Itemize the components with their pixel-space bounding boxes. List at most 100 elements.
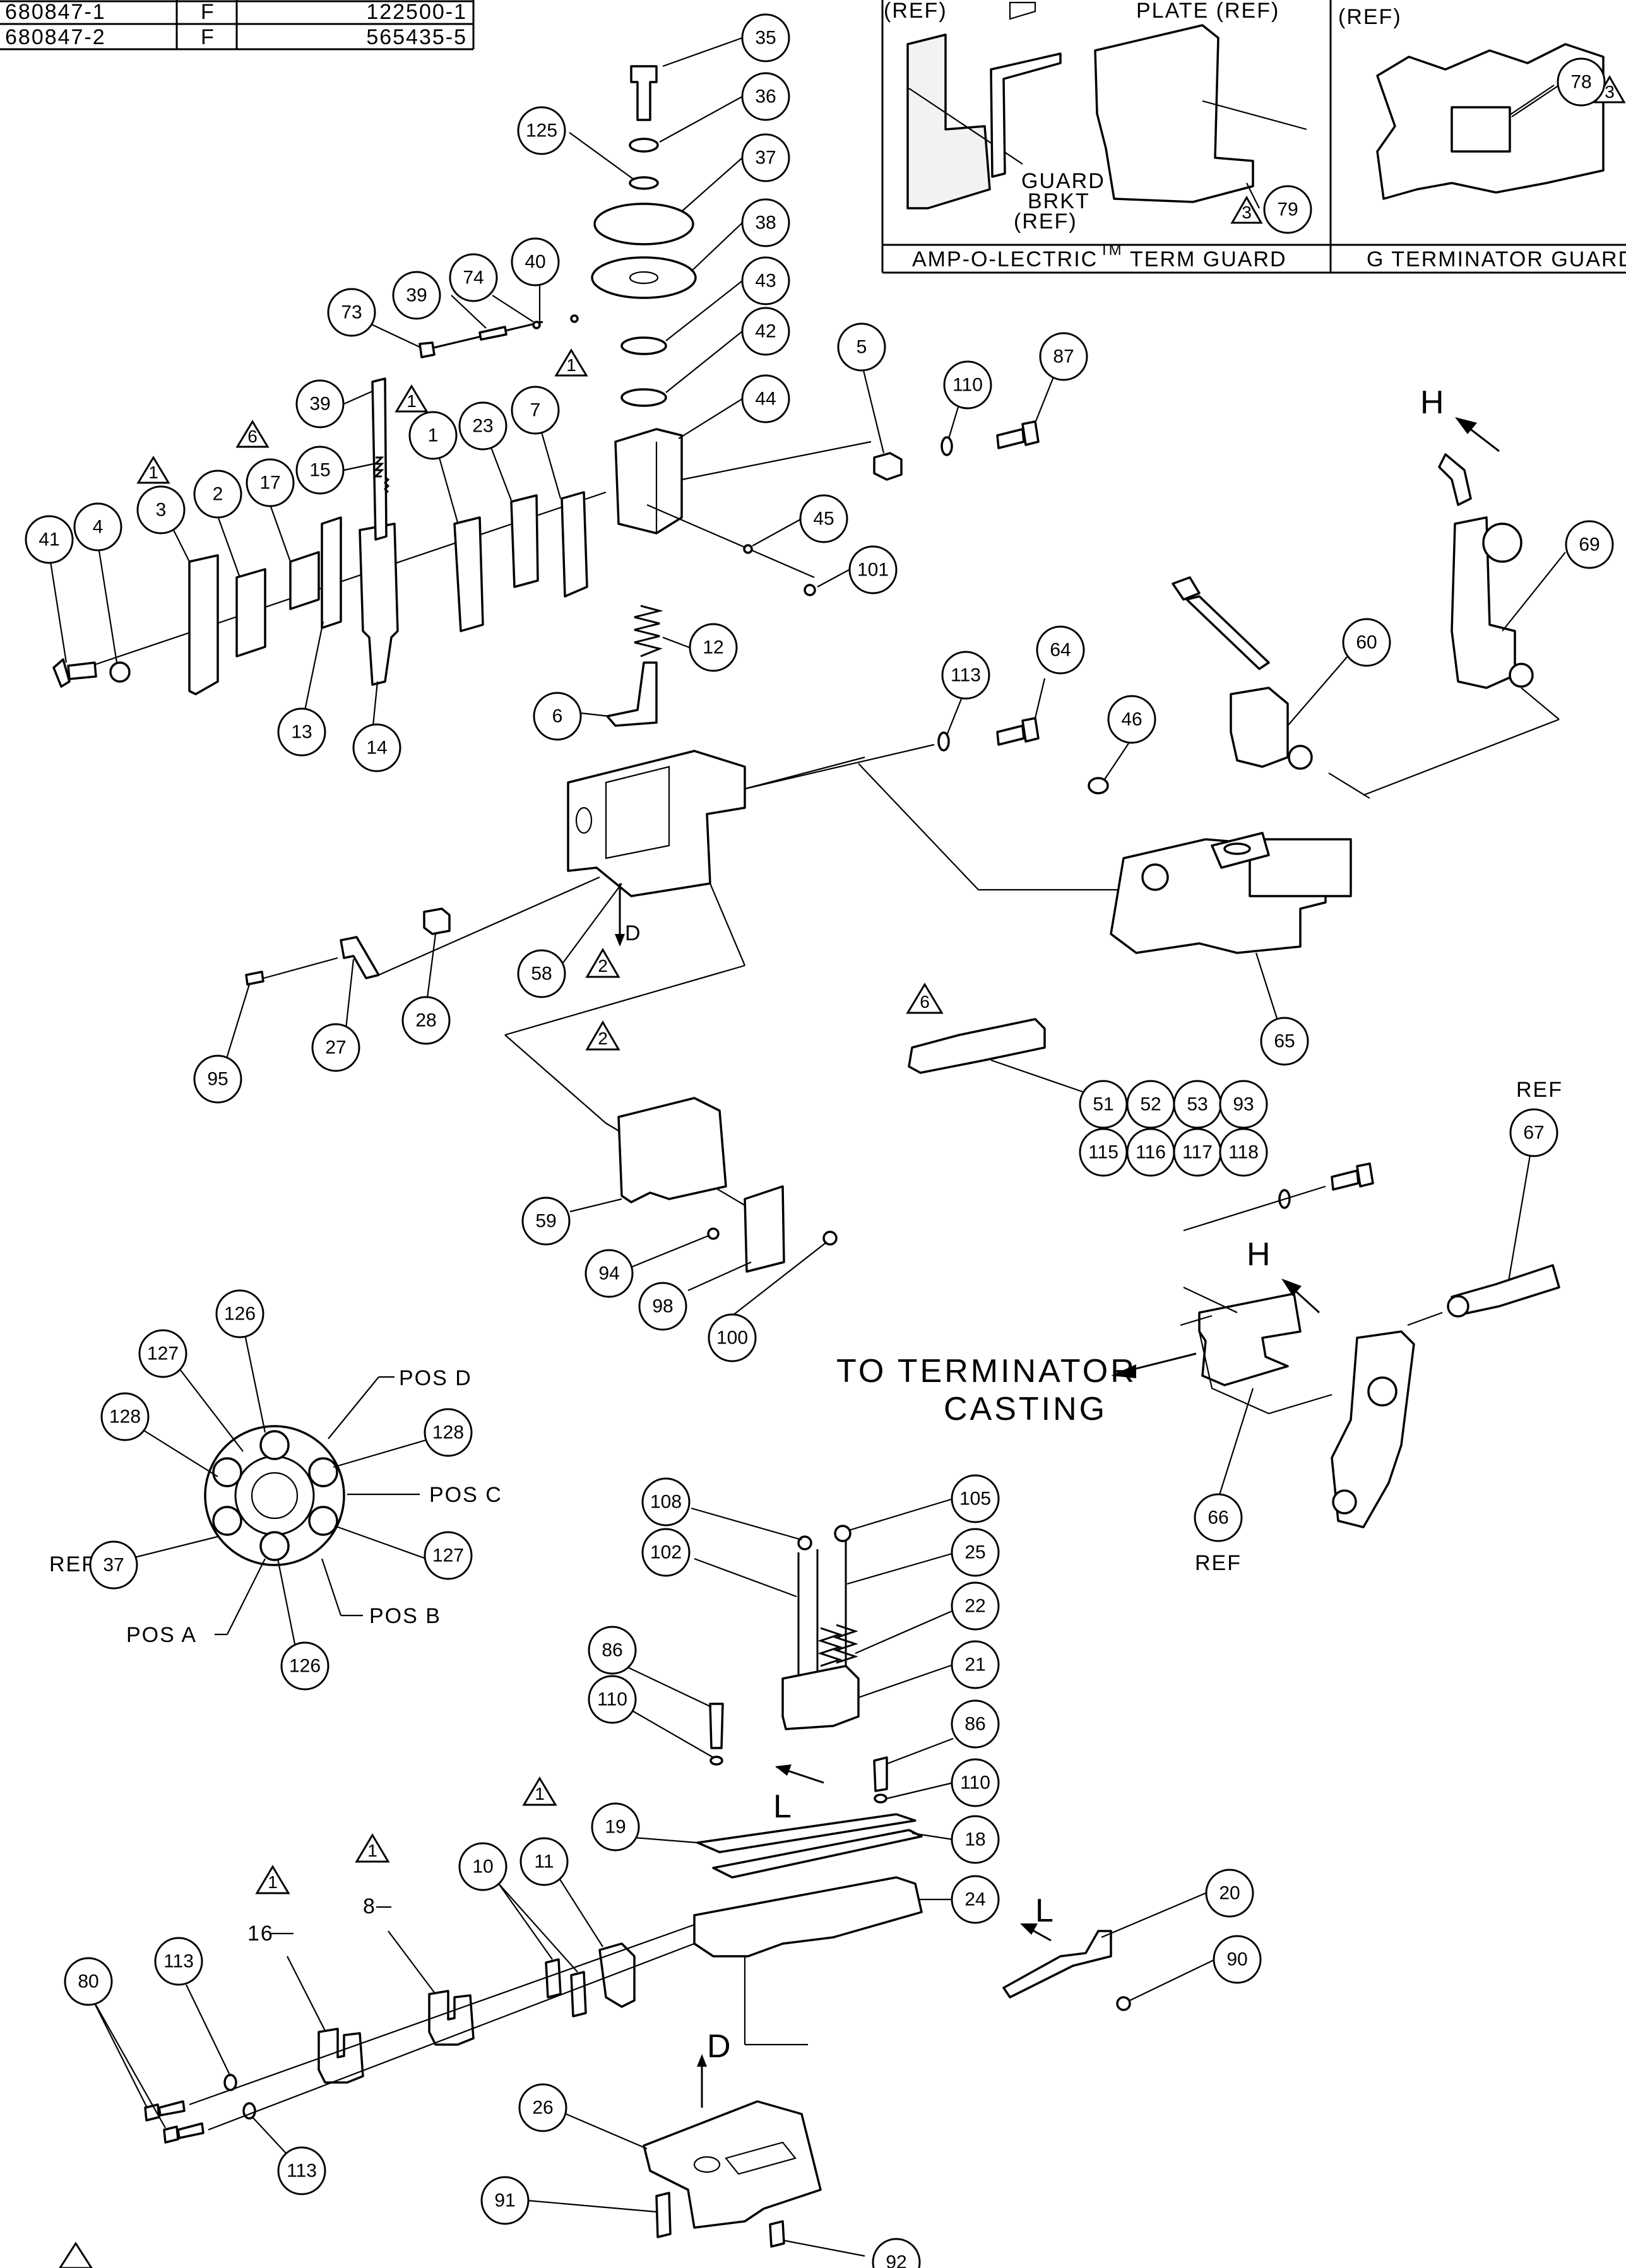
balloon-128-left: 128 bbox=[100, 1392, 150, 1441]
svg-text:1: 1 bbox=[148, 463, 158, 482]
svg-text:10: 10 bbox=[472, 1857, 493, 1877]
svg-text:117: 117 bbox=[1182, 1142, 1213, 1163]
screw-64 bbox=[996, 717, 1040, 746]
housing-24 bbox=[693, 1876, 923, 1958]
washer-4 bbox=[109, 661, 131, 683]
ball-45 bbox=[743, 544, 753, 554]
balloon-13: 13 bbox=[277, 707, 326, 757]
note-16-label: 16 bbox=[247, 1922, 274, 1946]
svg-text:79: 79 bbox=[1277, 199, 1298, 220]
svg-text:125: 125 bbox=[526, 121, 557, 141]
rev-triangle: 2 bbox=[585, 948, 620, 978]
svg-text:128: 128 bbox=[109, 1407, 141, 1427]
balloon-46: 46 bbox=[1107, 695, 1156, 744]
plate-23 bbox=[510, 494, 539, 588]
svg-text:1: 1 bbox=[535, 1784, 545, 1804]
wheel-hole-top bbox=[259, 1430, 290, 1460]
svg-text:65: 65 bbox=[1274, 1031, 1295, 1052]
svg-text:5: 5 bbox=[857, 337, 867, 358]
rev-row-1-number: 122500-1 bbox=[366, 0, 467, 24]
inset-right-ref-label: (REF) bbox=[1338, 5, 1402, 29]
balloon-27: 27 bbox=[311, 1023, 360, 1072]
balloon-4: 4 bbox=[73, 502, 122, 552]
svg-text:100: 100 bbox=[716, 1328, 748, 1349]
view-annotations: H H D D L L TO TERMINATOR CASTING REF RE… bbox=[247, 384, 1563, 2108]
balloon-74: 74 bbox=[449, 253, 498, 302]
screw-92 bbox=[769, 2220, 785, 2248]
balloon-87: 87 bbox=[1039, 332, 1088, 381]
balloon-127-right: 127 bbox=[424, 1531, 473, 1580]
svg-text:24: 24 bbox=[964, 1889, 985, 1910]
ref-67-label: REF bbox=[1516, 1078, 1563, 1102]
g-terminator-guard-caption: G TERMINATOR GUARD bbox=[1367, 247, 1626, 271]
svg-text:74: 74 bbox=[463, 268, 484, 288]
ring-36 bbox=[629, 138, 659, 153]
svg-text:6: 6 bbox=[920, 992, 930, 1012]
svg-text:116: 116 bbox=[1136, 1142, 1166, 1163]
svg-text:26: 26 bbox=[532, 2098, 553, 2118]
svg-text:102: 102 bbox=[650, 1542, 682, 1563]
svg-text:13: 13 bbox=[291, 722, 312, 743]
screw-100 bbox=[822, 1231, 838, 1246]
svg-text:113: 113 bbox=[951, 665, 981, 686]
balloon-127-left: 127 bbox=[138, 1329, 187, 1378]
balloon-113-a: 113 bbox=[154, 1937, 203, 1986]
leader-lines bbox=[49, 37, 1566, 2257]
screw-101 bbox=[804, 584, 816, 596]
washer-125 bbox=[629, 176, 659, 190]
balloon-42: 42 bbox=[741, 307, 790, 356]
svg-text:115: 115 bbox=[1088, 1142, 1119, 1163]
valve-60-tube bbox=[1185, 595, 1270, 670]
balloon-102: 102 bbox=[641, 1528, 691, 1577]
balloon-53: 53 bbox=[1173, 1080, 1222, 1129]
svg-text:86: 86 bbox=[602, 1640, 622, 1661]
screw-91 bbox=[655, 2192, 672, 2238]
revision-triangles: 1 1 6 1 2 6 2 1 1 1 3 3 bbox=[59, 74, 1626, 2268]
balloon-126-top: 126 bbox=[215, 1289, 264, 1338]
svg-text:2: 2 bbox=[213, 484, 223, 505]
balloon-67: 67 bbox=[1509, 1108, 1558, 1157]
screw-94 bbox=[707, 1227, 720, 1240]
balloon-28: 28 bbox=[401, 996, 451, 1045]
svg-text:28: 28 bbox=[415, 1010, 436, 1031]
rev-row-1-part: 680847-1 bbox=[5, 0, 106, 24]
balloon-59: 59 bbox=[521, 1196, 571, 1246]
svg-text:27: 27 bbox=[325, 1037, 346, 1058]
svg-text:105: 105 bbox=[959, 1489, 991, 1509]
svg-text:15: 15 bbox=[309, 460, 330, 481]
svg-text:19: 19 bbox=[605, 1817, 626, 1838]
svg-text:110: 110 bbox=[952, 375, 983, 396]
inset-wood-block bbox=[906, 33, 991, 210]
svg-text:45: 45 bbox=[813, 509, 834, 529]
guide-13 bbox=[321, 516, 342, 629]
screw-90 bbox=[1116, 1996, 1131, 2011]
pin-39 bbox=[478, 326, 507, 341]
balloon-100: 100 bbox=[708, 1313, 757, 1362]
balloon-14: 14 bbox=[352, 723, 401, 772]
svg-text:20: 20 bbox=[1219, 1883, 1240, 1904]
plate-2 bbox=[235, 568, 266, 658]
svg-text:14: 14 bbox=[366, 738, 387, 759]
jaw-16 bbox=[317, 2028, 364, 2084]
balloon-64: 64 bbox=[1036, 625, 1085, 675]
rev-triangle: 1 bbox=[255, 1865, 290, 1894]
svg-text:127: 127 bbox=[432, 1545, 464, 1566]
view-h-top-label: H bbox=[1420, 384, 1447, 421]
balloon-78: 78 bbox=[1557, 57, 1606, 107]
svg-text:1: 1 bbox=[268, 1872, 278, 1892]
rev-triangle: 3 bbox=[1230, 195, 1263, 224]
svg-text:4: 4 bbox=[93, 517, 104, 538]
balloon-12: 12 bbox=[689, 623, 738, 672]
spring-22-a bbox=[817, 1627, 843, 1667]
rev-triangle: 1 bbox=[554, 348, 588, 377]
svg-text:95: 95 bbox=[207, 1069, 228, 1090]
svg-text:59: 59 bbox=[535, 1211, 556, 1232]
svg-text:3: 3 bbox=[1242, 203, 1252, 222]
screw-73 bbox=[418, 341, 436, 358]
balloon-60: 60 bbox=[1342, 618, 1391, 667]
balloon-94: 94 bbox=[585, 1249, 634, 1298]
balloon-118: 118 bbox=[1219, 1128, 1268, 1177]
svg-text:3: 3 bbox=[1605, 82, 1615, 102]
svg-text:39: 39 bbox=[406, 285, 427, 306]
